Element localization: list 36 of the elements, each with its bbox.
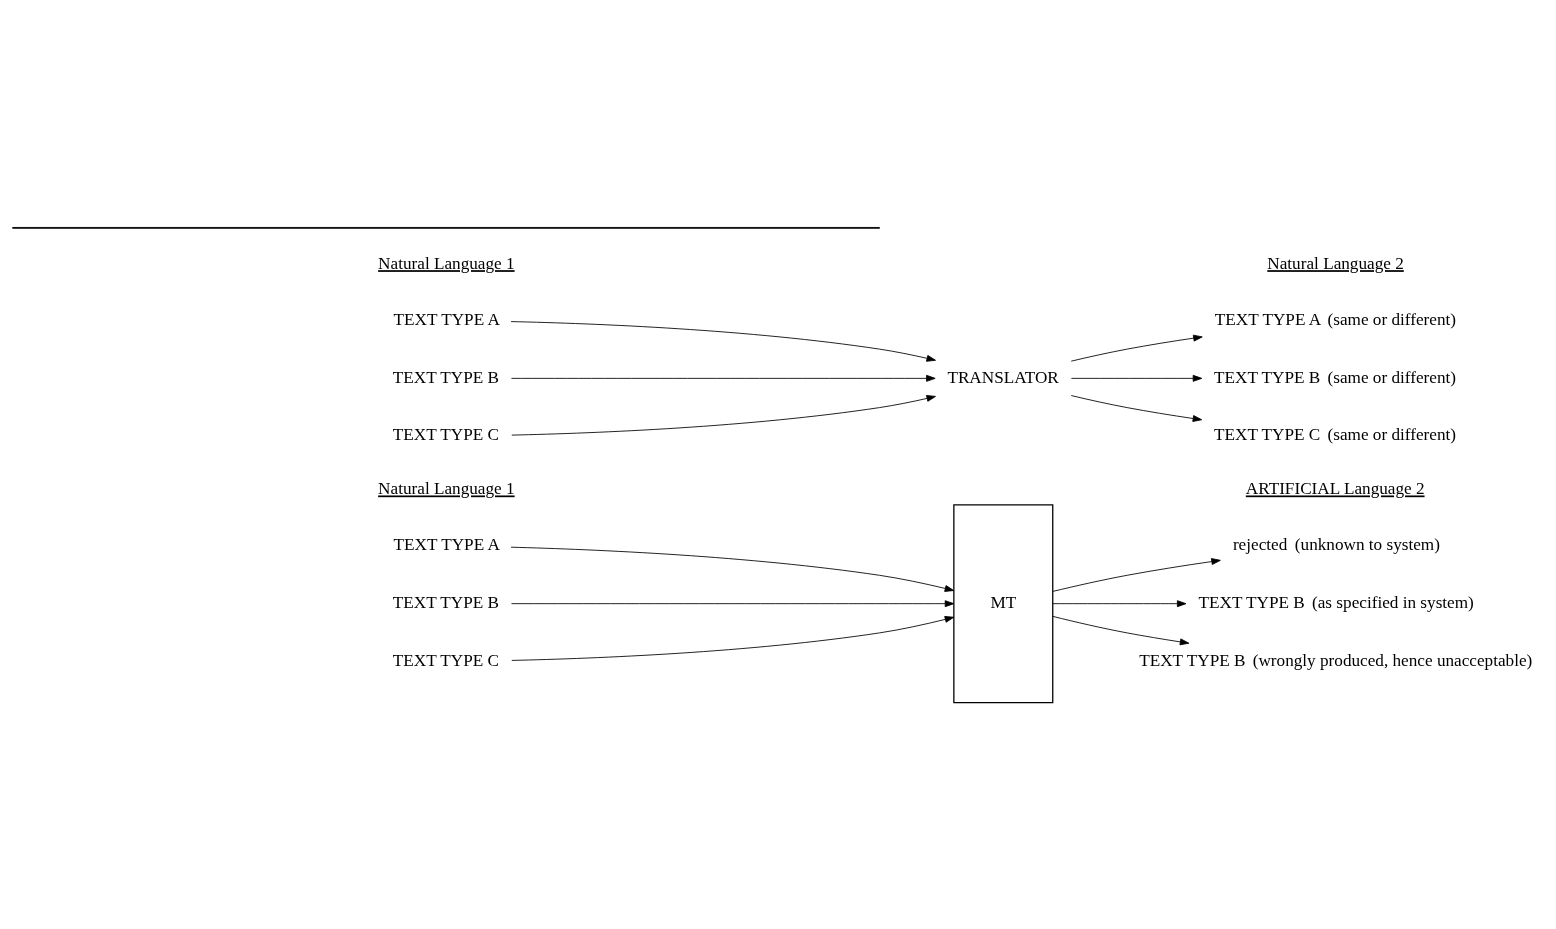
node-text: TRANSLATOR xyxy=(947,367,1059,387)
node-text: TEXT TYPE C xyxy=(392,650,500,670)
node-text: TEXT TYPE B xyxy=(1213,367,1321,387)
node-text: TEXT TYPE C xyxy=(392,424,500,444)
node-box: MT xyxy=(953,503,1054,703)
arrow xyxy=(511,394,936,436)
node-label: (as specified in system) xyxy=(1312,592,1474,612)
arrow xyxy=(511,374,936,382)
arrow xyxy=(1070,334,1203,362)
node-text: TEXT TYPE B xyxy=(392,592,500,612)
arrow xyxy=(1052,599,1187,607)
arrow xyxy=(511,599,955,607)
arrow xyxy=(510,320,936,362)
label: Natural Language 1 xyxy=(378,478,515,498)
label: Natural Language 1 xyxy=(378,253,515,273)
arrow xyxy=(1070,374,1203,382)
node-label: (same or different) xyxy=(1327,424,1457,444)
node-label: (same or different) xyxy=(1327,309,1457,329)
node-text: TEXT TYPE A xyxy=(393,309,500,329)
arrow xyxy=(510,546,955,592)
node-text: TEXT TYPE C xyxy=(1213,424,1321,444)
node-label: (unknown to system) xyxy=(1294,534,1440,554)
node-text: TEXT TYPE B xyxy=(1198,592,1305,612)
node-text: TEXT TYPE B xyxy=(1139,650,1246,670)
node-text: rejected xyxy=(1232,534,1288,554)
arrow xyxy=(1052,557,1221,592)
node-label: (same or different) xyxy=(1327,367,1457,387)
arrow xyxy=(1070,394,1203,422)
arrow xyxy=(511,615,955,661)
label: ARTIFICIAL Language 2 xyxy=(1245,478,1425,498)
node-text: TEXT TYPE A xyxy=(393,534,500,554)
node-label: (wrongly produced, hence unacceptable) xyxy=(1252,650,1533,670)
node-text: TEXT TYPE A xyxy=(1214,309,1322,329)
arrow xyxy=(1052,615,1190,645)
label: Natural Language 2 xyxy=(1267,253,1404,273)
node-text: TEXT TYPE B xyxy=(392,367,500,387)
